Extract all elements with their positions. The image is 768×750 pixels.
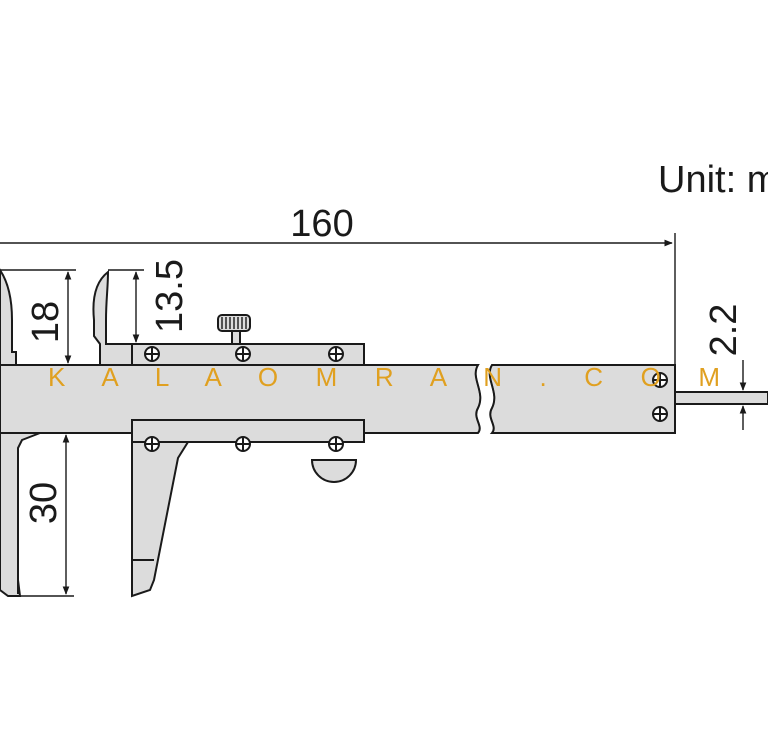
dimension-18-label: 18 bbox=[25, 301, 67, 343]
locking-screw-knob bbox=[217, 314, 251, 345]
screw-icon bbox=[235, 346, 251, 362]
dimension-2-2-label: 2.2 bbox=[703, 304, 745, 357]
fixed-lower-jaw bbox=[0, 432, 41, 597]
dimension-160-label: 160 bbox=[290, 203, 353, 245]
screws bbox=[144, 346, 668, 452]
dimension-step bbox=[108, 269, 144, 343]
screw-icon bbox=[328, 346, 344, 362]
screw-icon bbox=[144, 436, 160, 452]
fixed-upper-jaw bbox=[0, 268, 17, 366]
thumb-roller bbox=[310, 459, 358, 483]
screw-icon bbox=[328, 436, 344, 452]
dimension-30-label: 30 bbox=[23, 482, 65, 524]
depth-rod bbox=[674, 391, 768, 405]
beam-break-lines bbox=[474, 364, 496, 434]
screw-icon bbox=[144, 346, 160, 362]
sliding-upper-jaw bbox=[92, 269, 133, 366]
dimension-outside-jaw bbox=[20, 434, 74, 597]
screw-icon bbox=[235, 436, 251, 452]
screw-icon bbox=[652, 372, 668, 388]
sliding-lower-jaw bbox=[131, 441, 190, 598]
dimension-13-5-label: 13.5 bbox=[149, 259, 191, 333]
dimension-overall-length bbox=[0, 233, 676, 365]
dimension-inside-jaw bbox=[0, 269, 76, 364]
screw-icon bbox=[652, 406, 668, 422]
unit-label: Unit: m bbox=[658, 159, 768, 201]
dimension-depth-rod bbox=[706, 360, 760, 430]
